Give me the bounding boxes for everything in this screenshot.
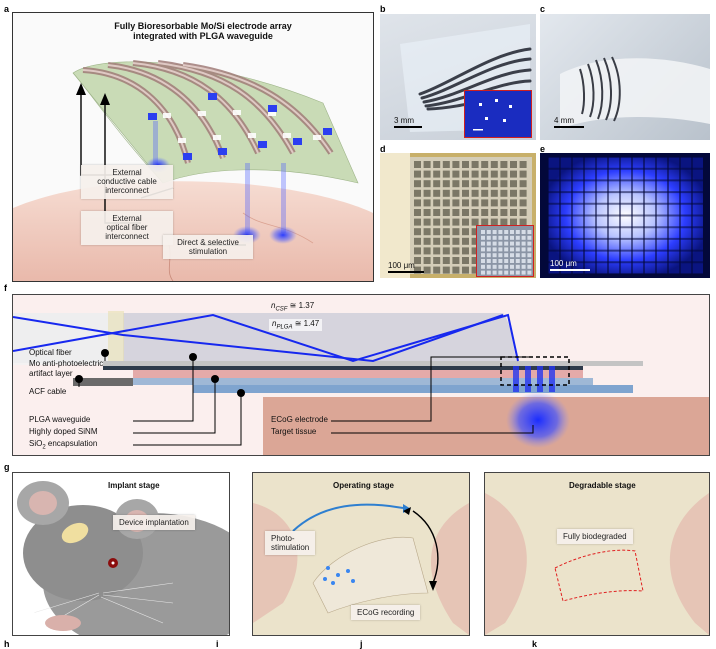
- callout-fiber-line3: interconnect: [105, 232, 149, 242]
- target-tissue-block: [263, 397, 709, 455]
- stage-title-degradable: Degradable stage: [569, 481, 636, 490]
- n-csf-sub: CSF: [275, 306, 288, 313]
- panel-letter-f: f: [4, 283, 7, 293]
- panel-a-title: Fully Bioresorbable Mo/Si electrode arra…: [93, 21, 313, 42]
- label-sinm: Highly doped SiNM: [29, 427, 98, 436]
- panel-g-operating: Operating stage Photo- stimulation ECoG …: [252, 472, 470, 636]
- panel-e-scalebar: [550, 269, 590, 271]
- operating-illustration: [253, 473, 469, 635]
- callout-photostimulation: Photo- stimulation: [265, 531, 316, 556]
- sio2-rest: encapsulation: [45, 439, 98, 448]
- callout-fiber-line2: optical fiber: [106, 223, 148, 233]
- plga-waveguide-layer: [133, 370, 583, 378]
- rat-illustration: [13, 481, 229, 635]
- label-ecog-electrode: ECoG electrode: [271, 415, 328, 424]
- mo-anti-photoelectric-layer: [103, 366, 583, 370]
- panel-c: 4 mm: [540, 14, 710, 140]
- n-plga-sub: PLGA: [276, 324, 293, 331]
- degraded-outline: [554, 549, 644, 602]
- panel-letter-b: b: [380, 4, 386, 14]
- brain-tissue: [13, 181, 373, 281]
- callout-cable-line2: conductive cable: [97, 177, 157, 187]
- callout-fiber-line1: External: [112, 214, 142, 223]
- panel-d-scalebar: [388, 271, 424, 273]
- sio2-encapsulation-layer: [193, 385, 633, 393]
- panel-letter-j: j: [360, 639, 363, 649]
- callout-device-implantation: Device implantation: [113, 515, 195, 531]
- mo-layer-top: [103, 361, 643, 366]
- panel-d: 100 μm: [380, 153, 536, 278]
- n-csf-value: ≅ 1.37: [287, 301, 315, 310]
- panel-letter-e: e: [540, 144, 546, 154]
- electrode-dashed-box: [500, 356, 570, 386]
- label-acf-cable: ACF cable: [29, 387, 67, 396]
- panel-letter-g: g: [4, 462, 10, 472]
- n-csf-symbol: n: [271, 301, 276, 310]
- sio2-main: SiO: [29, 439, 43, 448]
- n-csf-label: nCSF ≅ 1.37: [271, 301, 314, 313]
- implanted-device: [61, 522, 89, 544]
- stage-title-operating: Operating stage: [333, 481, 394, 490]
- n-plga-label: nPLGA ≅ 1.47: [269, 319, 323, 331]
- label-sio2: SiO2 encapsulation: [29, 439, 98, 451]
- panel-g-degradable: Degradable stage Fully biodegraded: [484, 472, 710, 636]
- panel-b-scalebar: [394, 126, 422, 128]
- callout-stim-line2: stimulation: [188, 247, 228, 257]
- stage-title-implant: Implant stage: [108, 481, 160, 490]
- panel-e: 100 μm: [540, 153, 710, 278]
- callout-optical-fiber: External optical fiber interconnect: [81, 211, 173, 245]
- degradable-illustration: [485, 493, 709, 635]
- panel-f: nCSF ≅ 1.37 nPLGA ≅ 1.47 Optical fiber M…: [12, 294, 710, 456]
- panel-c-scale-label: 4 mm: [554, 116, 574, 125]
- panel-letter-c: c: [540, 4, 546, 14]
- callout-stim-line1: Direct & selective: [177, 238, 239, 247]
- panel-g-implant: Implant stage Device implantation: [12, 472, 230, 636]
- panel-a: Fully Bioresorbable Mo/Si electrode arra…: [12, 12, 374, 282]
- panel-b-scale-label: 3 mm: [394, 116, 414, 125]
- label-mo-layer-line1: Mo anti-photoelectric: [29, 359, 104, 368]
- panel-letter-h: h: [4, 639, 10, 649]
- panel-c-photo: [560, 56, 710, 129]
- operating-device-sheet: [312, 536, 429, 614]
- callout-fully-biodegraded: Fully biodegraded: [557, 529, 633, 545]
- panel-a-illustration: [13, 60, 373, 281]
- photo-callout-line1: Photo-: [271, 534, 295, 543]
- n-plga-value: ≅ 1.47: [292, 319, 320, 328]
- panel-d-inset: [476, 225, 534, 277]
- panel-letter-d: d: [380, 144, 386, 154]
- acf-cable: [73, 378, 133, 386]
- panel-a-title-line1: Fully Bioresorbable Mo/Si electrode arra…: [114, 21, 292, 31]
- panel-a-title-line2: integrated with PLGA waveguide: [133, 31, 273, 42]
- callout-ecog-recording: ECoG recording: [351, 605, 421, 621]
- label-target-tissue: Target tissue: [271, 427, 317, 436]
- callout-direct-stimulation: Direct & selective stimulation: [163, 235, 253, 260]
- callout-cable-line3: interconnect: [105, 186, 149, 196]
- panel-d-scale-label: 100 μm: [388, 261, 415, 270]
- callout-cable-line1: External: [112, 168, 142, 177]
- blue-electrode-pads: [148, 93, 332, 160]
- panel-b: 3 mm: [380, 14, 536, 140]
- sio2-sub: 2: [42, 444, 46, 451]
- label-plga-waveguide: PLGA waveguide: [29, 415, 91, 424]
- panel-e-scale-label: 100 μm: [550, 259, 577, 268]
- sinm-layer: [133, 378, 593, 385]
- photo-callout-line2: stimulation: [271, 543, 310, 553]
- panel-letter-a: a: [4, 4, 10, 14]
- panel-f-cross-section: [13, 295, 709, 455]
- panel-c-scalebar: [554, 126, 584, 128]
- callout-conductive-cable: External conductive cable interconnect: [81, 165, 173, 199]
- panel-letter-i: i: [216, 639, 219, 649]
- panel-b-inset: [464, 90, 532, 138]
- label-mo-layer-line2: artifact layer: [29, 369, 73, 378]
- panel-e-fluorescence: [547, 156, 705, 275]
- panel-letter-k: k: [532, 639, 538, 649]
- n-plga-symbol: n: [272, 319, 277, 328]
- label-optical-fiber: Optical fiber: [29, 348, 72, 357]
